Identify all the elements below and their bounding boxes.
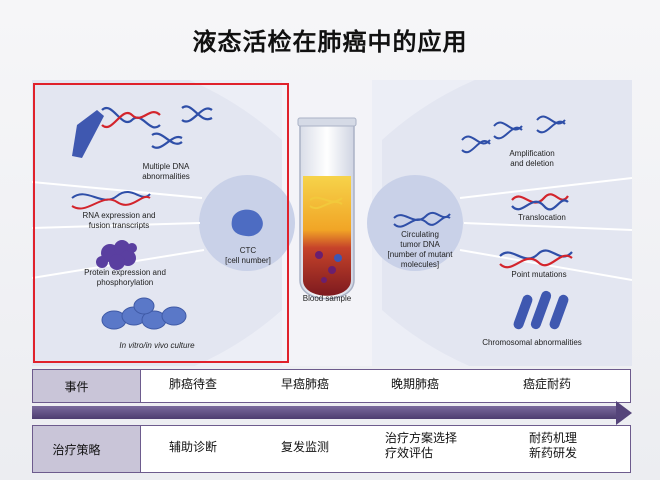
label-translocation: Translocation — [518, 213, 566, 222]
cell-culture-icon — [101, 297, 187, 330]
timeline-table: 事件 肺癌待查 早癌肺癌 晚期肺癌 癌症耐药 治疗策略 辅助诊断 复发监测 治疗… — [32, 367, 632, 477]
event-cell: 晚期肺癌 — [391, 377, 440, 391]
rna-strand-icon — [71, 191, 151, 210]
events-header: 事件 — [33, 370, 141, 402]
label-ctc: CTC [cell number] — [225, 246, 271, 265]
ctdna-circle — [367, 175, 463, 271]
strategy-row: 治疗策略 辅助诊断 复发监测 治疗方案选择 疗效评估 耐药机理 新药研发 — [32, 425, 631, 473]
strategy-cell: 辅助诊断 — [169, 440, 218, 454]
event-cell: 早癌肺癌 — [281, 377, 330, 391]
label-rna-expression: RNA expression and fusion transcripts — [82, 211, 156, 230]
strategy-cell: 复发监测 — [281, 440, 330, 454]
label-culture: In vitro/in vivo culture — [119, 341, 195, 350]
timeline-arrow-head-icon — [616, 401, 632, 425]
label-blood-sample: Blood sample — [302, 294, 352, 303]
label-protein-expression: Protein expression and phosphorylation — [84, 268, 166, 287]
dna-helix-icon — [101, 105, 213, 149]
chromosome-group-icon — [513, 290, 569, 330]
strategy-cell: 治疗方案选择 疗效评估 — [385, 431, 458, 460]
events-row: 事件 肺癌待查 早癌肺癌 晚期肺癌 癌症耐药 — [32, 369, 631, 403]
label-ctdna: Circulating tumor DNA [number of mutant … — [387, 230, 453, 269]
chromosome-icon — [72, 110, 104, 158]
blood-tube-icon — [297, 117, 357, 300]
amplification-dna-icon — [461, 115, 566, 154]
point-mutation-dna-icon — [499, 249, 573, 269]
timeline-arrow-bar — [32, 406, 617, 419]
label-chromosomal: Chromosomal abnormalities — [482, 338, 582, 347]
strategy-header: 治疗策略 — [33, 426, 141, 472]
label-amplification: Amplification and deletion — [509, 149, 555, 168]
label-point-mutations: Point mutations — [511, 270, 567, 279]
ctdna-helix-icon — [393, 211, 451, 228]
label-multiple-dna: Multiple DNA abnormalities — [142, 162, 190, 181]
event-cell: 癌症耐药 — [523, 377, 572, 391]
slide-title: 液态活检在肺癌中的应用 — [192, 27, 468, 56]
figure-illustration — [32, 80, 632, 366]
liquid-biopsy-figure: Multiple DNA abnormalities RNA expressio… — [32, 80, 632, 366]
protein-icon — [96, 240, 137, 270]
ctc-highlight-box — [33, 83, 289, 363]
strategy-cell: 耐药机理 新药研发 — [529, 431, 578, 460]
translocation-dna-icon — [511, 193, 569, 211]
event-cell: 肺癌待查 — [169, 377, 218, 391]
ctc-cell-icon — [231, 209, 263, 237]
